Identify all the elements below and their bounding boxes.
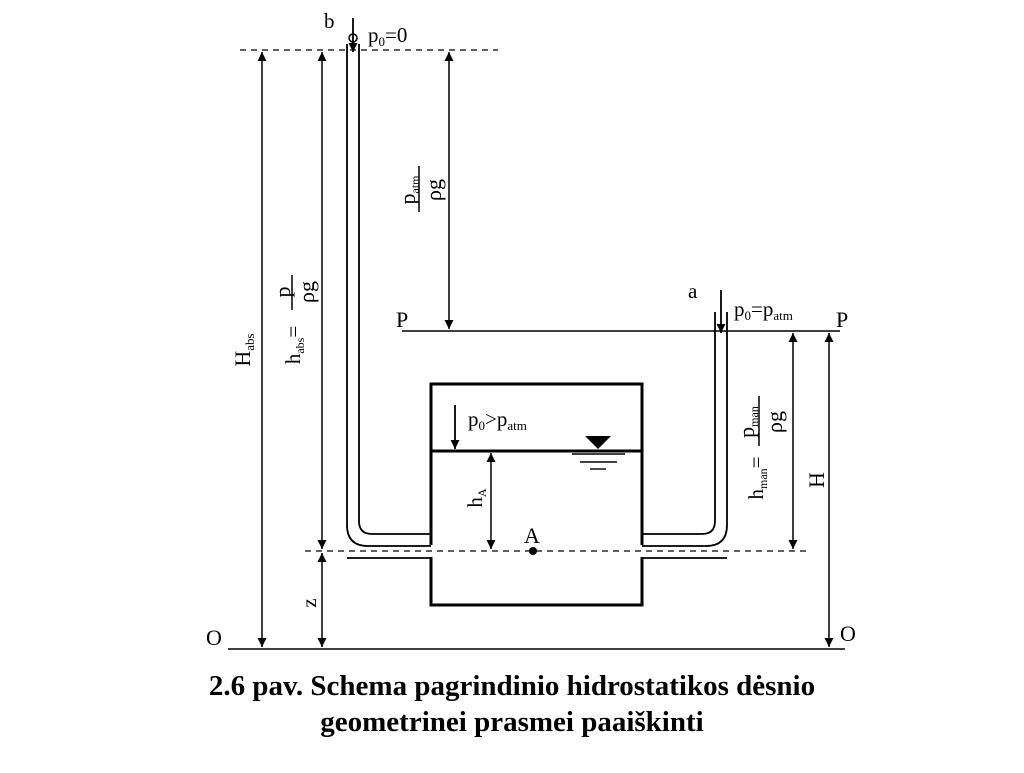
svg-text:z: z (297, 598, 321, 607)
vessel (429, 382, 644, 607)
svg-text:hA: hA (463, 488, 489, 508)
label-plane-P-right: P (836, 307, 848, 332)
label-H-abs: Habs (230, 333, 257, 366)
label-p-atm-fraction: patm ρg (395, 166, 446, 212)
label-a: a (688, 279, 698, 303)
label-z: z (297, 598, 321, 607)
svg-text:ρg: ρg (294, 281, 319, 303)
tube-top-marker (348, 33, 358, 43)
figure-caption: 2.6 pav. Schema pagrindinio hidrostatiko… (0, 668, 1024, 740)
left-tube (346, 44, 431, 559)
free-surface-symbol (572, 436, 625, 470)
label-plane-O-left: O (206, 625, 222, 650)
svg-text:habs=: habs= (281, 326, 307, 364)
svg-text:pman: pman (734, 406, 761, 438)
label-plane-P-left: P (396, 307, 408, 332)
right-tube (642, 312, 728, 559)
svg-text:p: p (270, 287, 295, 298)
caption-line-1: 2.6 pav. Schema pagrindinio hidrostatiko… (208, 670, 816, 702)
svg-text:ρg: ρg (421, 179, 446, 201)
label-b: b (324, 9, 335, 33)
svg-text:ρg: ρg (762, 411, 787, 433)
svg-text:H: H (804, 472, 829, 488)
svg-text:hman=: hman= (744, 456, 770, 499)
label-plane-O-right: O (840, 621, 856, 646)
label-p0-gt-patm: p0>patm (468, 407, 527, 433)
label-p0-atm: p0=patm (734, 297, 793, 323)
label-h-man-formula: hman= pman ρg (734, 396, 787, 500)
point-A-dot (529, 547, 537, 555)
label-H: H (804, 472, 829, 488)
label-h-A: hA (463, 488, 489, 508)
label-h-abs-formula: habs= p ρg (270, 275, 319, 364)
label-point-A: A (524, 523, 540, 548)
svg-text:Habs: Habs (230, 333, 257, 366)
caption-line-2: geometrinei prasmei paaiškinti (320, 706, 704, 738)
svg-text:patm: patm (395, 175, 422, 205)
label-p0-zero: p0=0 (368, 23, 407, 49)
